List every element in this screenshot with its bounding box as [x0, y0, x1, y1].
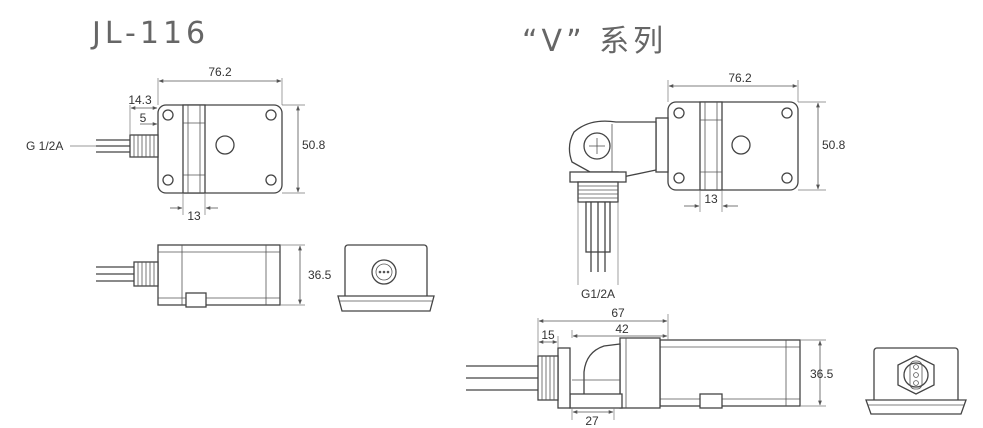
- v-top-thread-label: G1/2A: [581, 287, 615, 301]
- jl116-width-dim: 76.2: [208, 65, 232, 79]
- v-top-width-dim: 76.2: [728, 71, 752, 85]
- v-side-elbow-dim: 27: [585, 414, 599, 428]
- v-series-top-view: 76.2 50.8 13 G1/2A: [568, 71, 846, 301]
- jl116-top-view: 76.2 14.3 5 G 1/2A 50.8 13: [26, 65, 326, 223]
- v-side-body-dim: 42: [615, 322, 629, 336]
- model-title-jl116: JL-116: [92, 16, 210, 51]
- v-side-total-dim: 67: [611, 306, 625, 320]
- v-top-height-dim: 50.8: [822, 138, 846, 152]
- jl116-clip-dim: 13: [187, 209, 201, 223]
- v-side-height-dim: 36.5: [810, 367, 834, 381]
- jl116-end-view: [337, 244, 435, 312]
- jl116-thread-length-dim: 14.3: [128, 93, 152, 107]
- v-side-thread-dim: 15: [541, 328, 555, 342]
- v-series-end-view: [865, 347, 967, 415]
- v-series-side-view: 67 42 15 27 36.5: [466, 306, 834, 428]
- jl116-small-dim: 5: [140, 111, 147, 125]
- series-title-v: “V” 系列: [522, 24, 668, 59]
- jl116-thread-label: G 1/2A: [26, 139, 63, 153]
- jl116-height-dim: 50.8: [302, 138, 326, 152]
- jl116-side-view: 36.5: [96, 244, 332, 308]
- v-top-clip-dim: 13: [704, 192, 718, 206]
- jl116-side-height-dim: 36.5: [308, 268, 332, 282]
